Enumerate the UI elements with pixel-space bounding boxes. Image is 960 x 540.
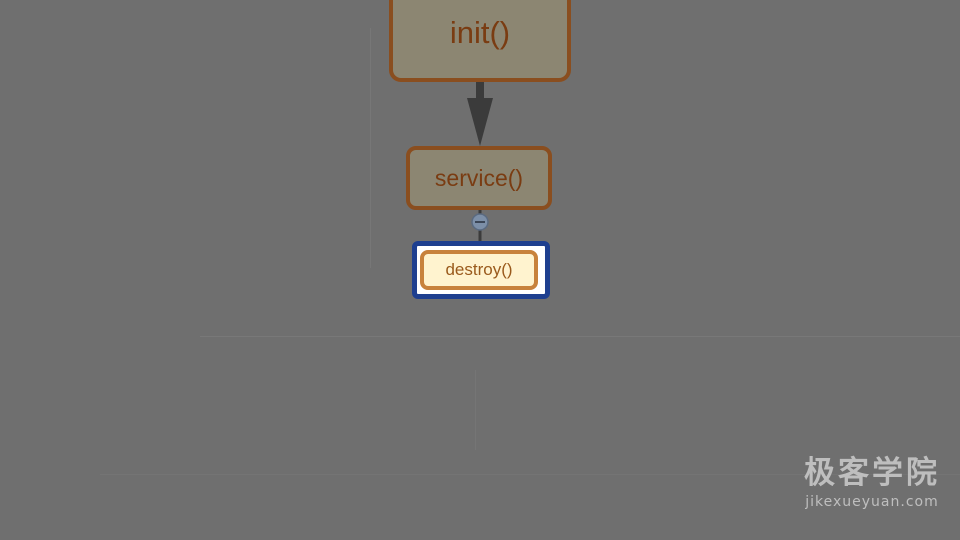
node-label: init() — [449, 15, 511, 50]
background-panel — [70, 28, 371, 268]
minus-circle-icon[interactable] — [471, 213, 489, 231]
watermark-url: jikexueyuan.com — [805, 494, 939, 510]
background-divider — [475, 370, 476, 450]
node-label: destroy() — [445, 260, 513, 279]
node-destroy[interactable]: destroy() — [420, 250, 538, 290]
arrow-init-to-service — [467, 82, 493, 146]
watermark-title: 极客学院 — [804, 455, 940, 491]
node-label: service() — [434, 164, 524, 191]
watermark-logo: 极客学院 jikexueyuan.com — [802, 447, 942, 510]
background-divider — [200, 336, 960, 337]
background-divider — [100, 474, 960, 475]
node-service[interactable]: service() — [406, 146, 552, 210]
node-init[interactable]: init() — [389, 0, 571, 82]
